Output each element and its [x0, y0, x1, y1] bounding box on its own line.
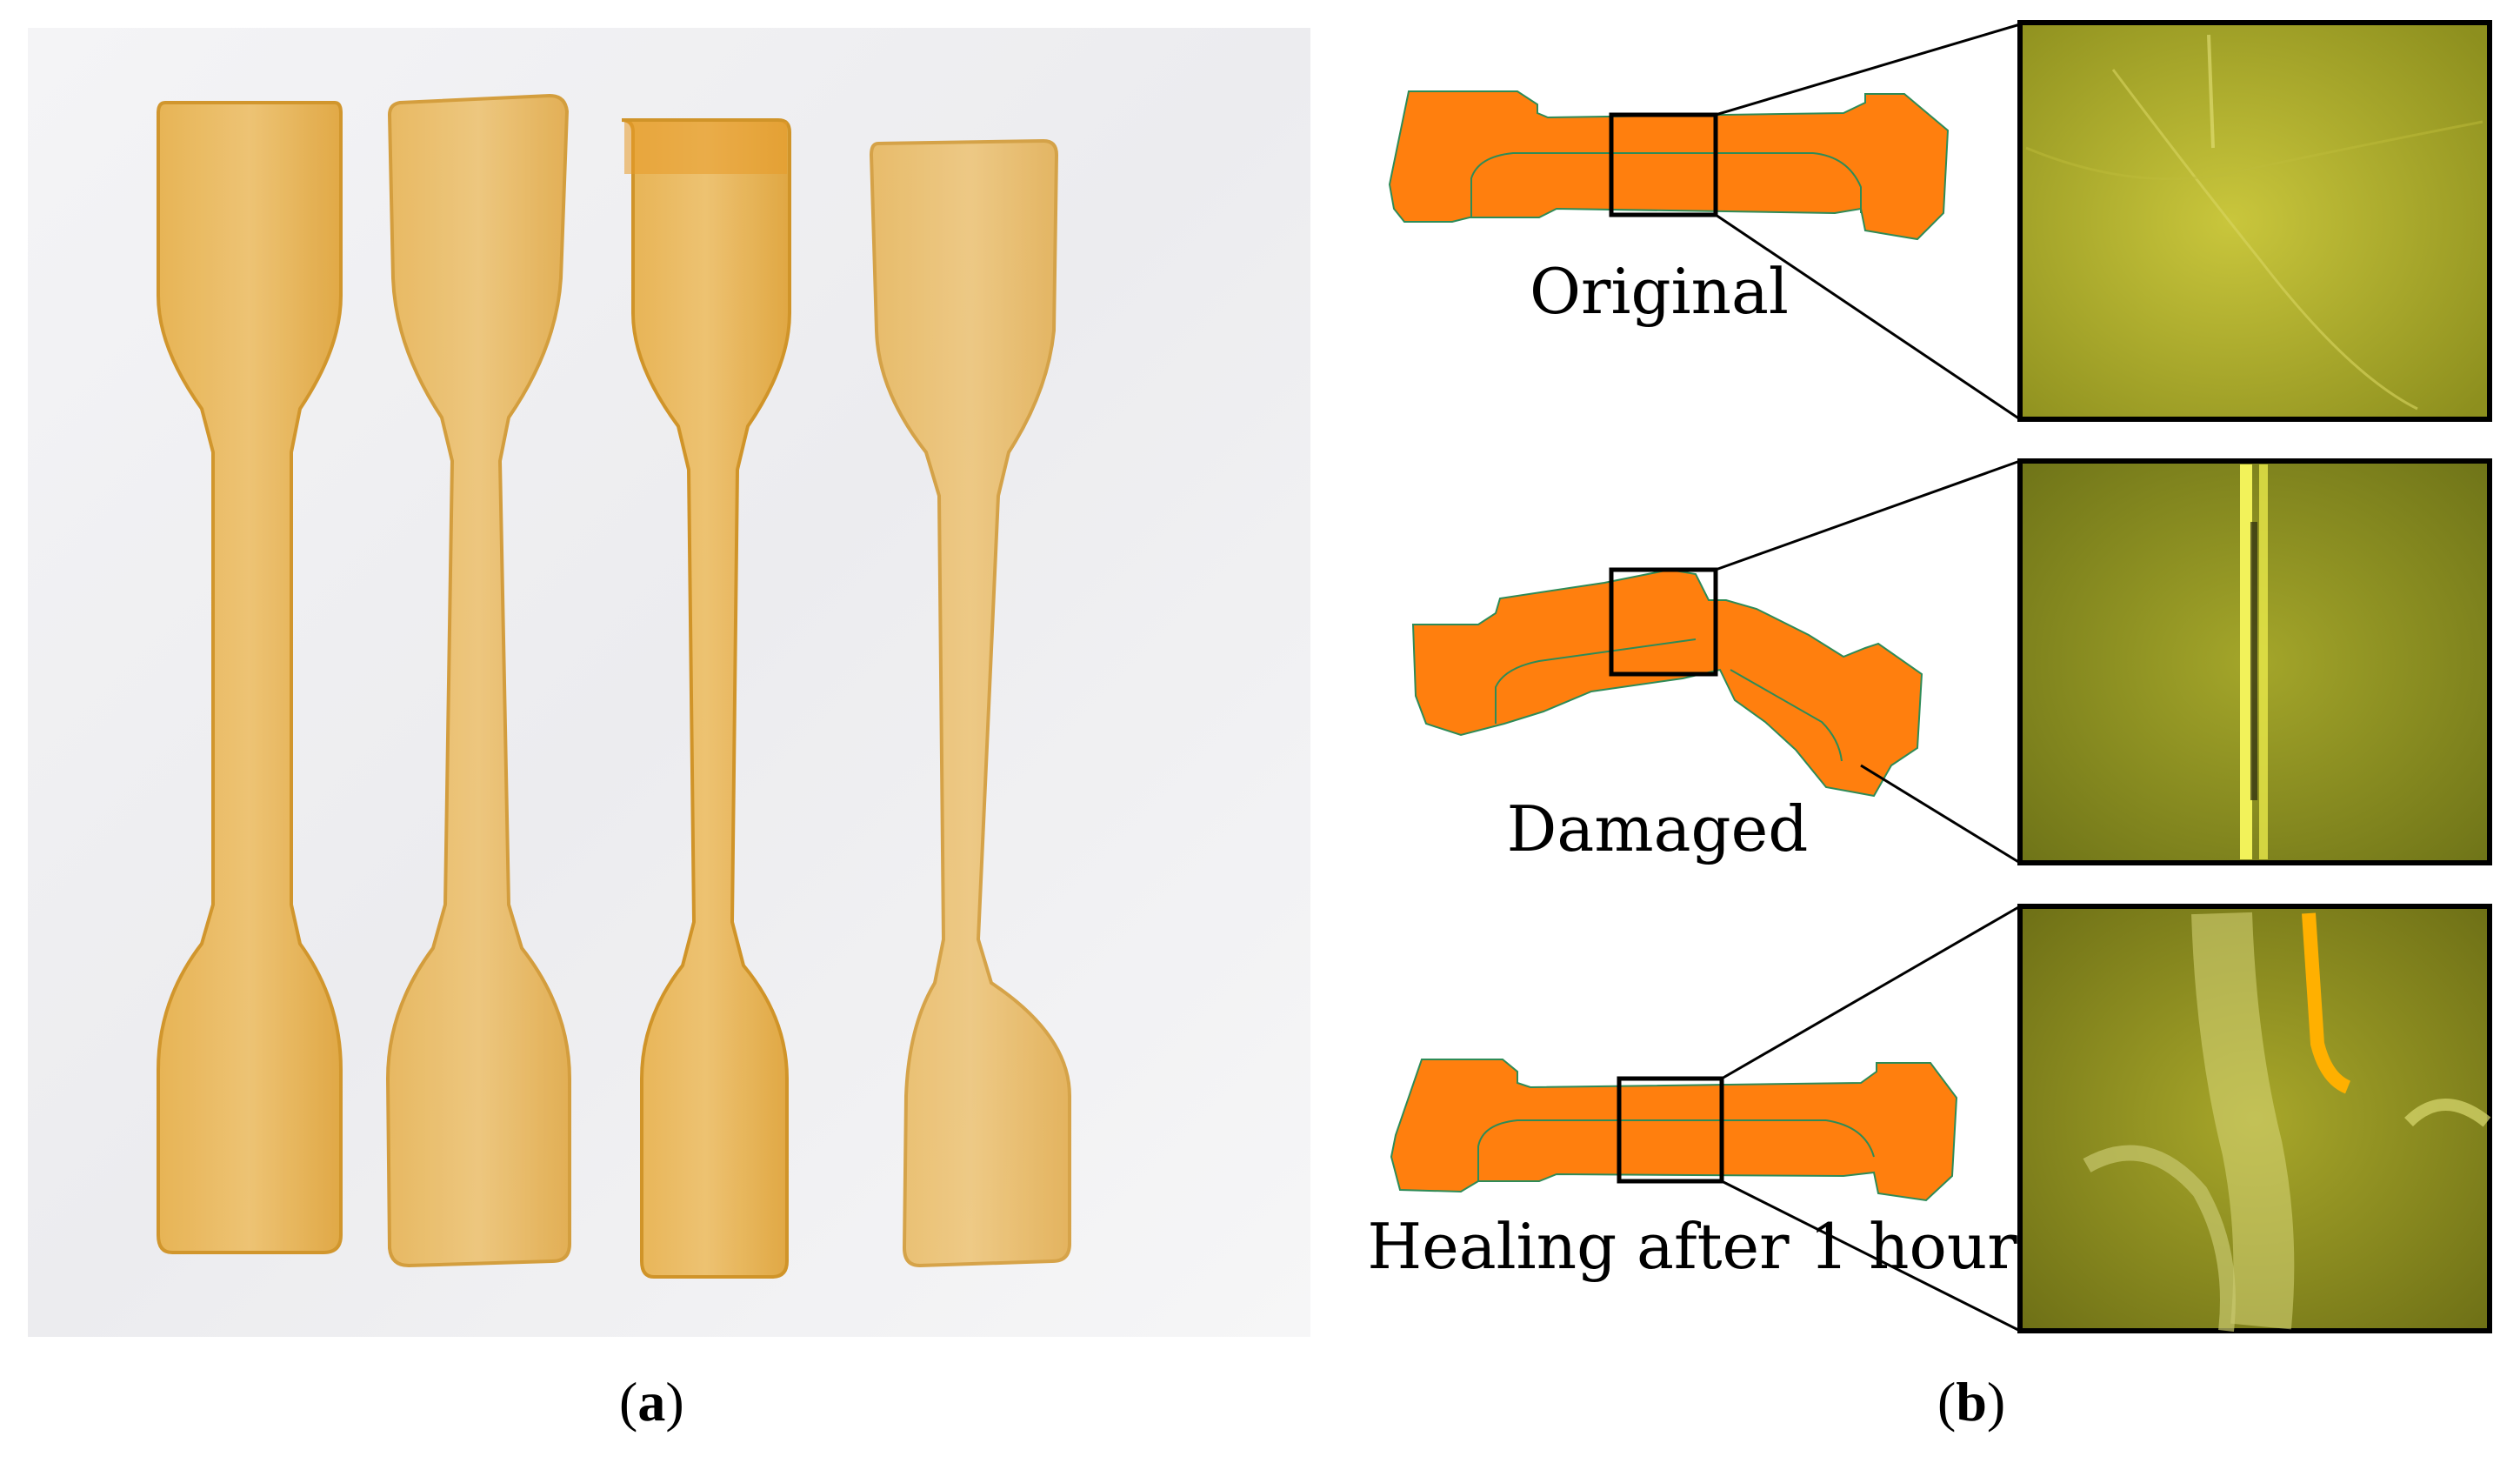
- panel-b-models: Original Damaged Healing after 1 hour: [1367, 23, 2021, 1333]
- label-original: Original: [1530, 255, 1789, 328]
- micrograph-damaged: [2017, 458, 2492, 865]
- label-damaged: Damaged: [1507, 792, 1809, 865]
- specimen-4: [869, 138, 1071, 1268]
- label-healed: Healing after 1 hour: [1367, 1210, 2017, 1283]
- micrograph-original: [2017, 20, 2492, 422]
- panel-a-photo: [28, 28, 1310, 1337]
- model-healed: Healing after 1 hour: [1367, 905, 2021, 1333]
- micrograph-healed: [2017, 904, 2492, 1333]
- model-damaged: Damaged: [1411, 459, 2021, 865]
- specimen-3: [621, 118, 791, 1279]
- model-original: Original: [1388, 23, 2021, 421]
- specimen-1: [157, 101, 343, 1254]
- caption-a: (a): [619, 1371, 684, 1433]
- roi-box-damaged: [1609, 567, 1718, 677]
- roi-box-original: [1609, 112, 1718, 217]
- roi-box-healed: [1617, 1076, 1724, 1184]
- crack-line: [2240, 464, 2252, 859]
- caption-b: (b): [1937, 1371, 2006, 1433]
- specimen-2: [385, 93, 571, 1268]
